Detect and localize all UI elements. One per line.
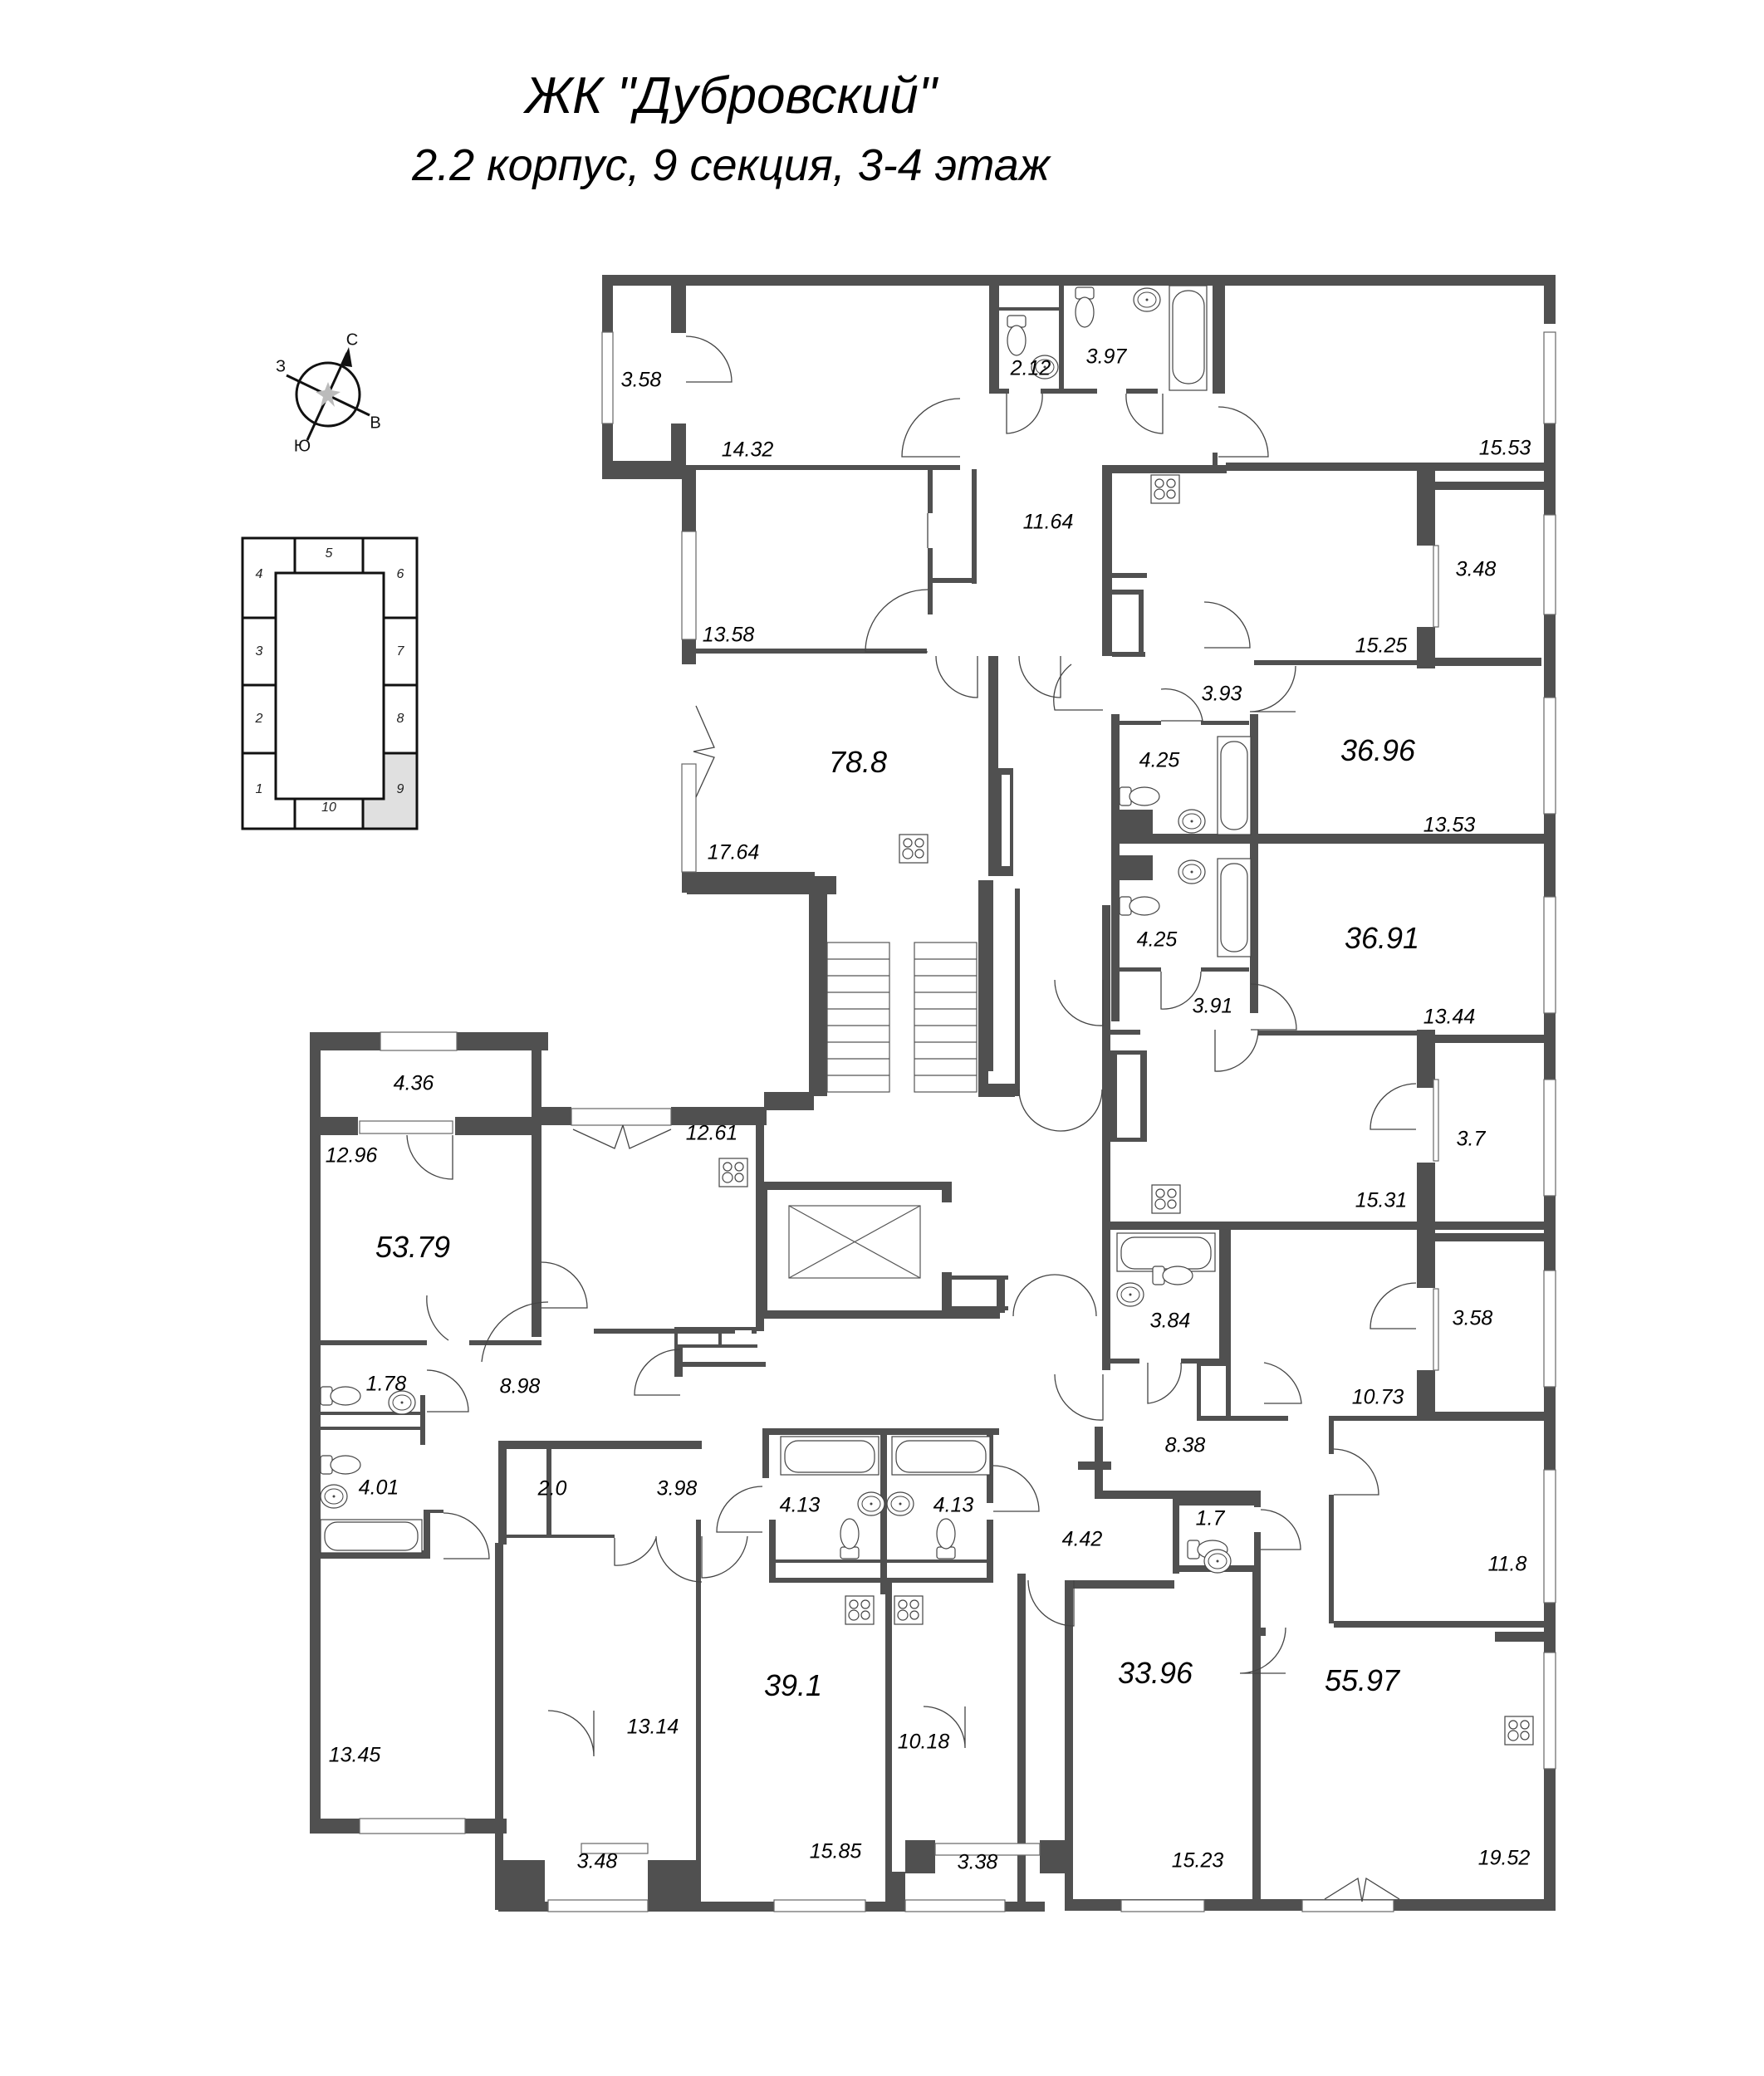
area-label: 13.14 <box>626 1715 679 1739</box>
compass-north-label: С <box>345 330 359 350</box>
area-label: 3.48 <box>1455 557 1497 581</box>
area-label: 15.31 <box>1355 1188 1408 1212</box>
sinks <box>320 287 1232 1574</box>
key-section-1: 1 <box>255 782 263 796</box>
area-label: 13.53 <box>1423 813 1476 837</box>
area-label: 13.45 <box>328 1743 381 1767</box>
area-label: 3.58 <box>1452 1306 1493 1330</box>
key-section-4: 4 <box>255 567 263 581</box>
key-section-5: 5 <box>325 546 333 561</box>
key-section-2: 2 <box>255 712 263 726</box>
area-label: 3.91 <box>1192 994 1233 1018</box>
key-section-10: 10 <box>321 801 336 815</box>
area-label: 2.12 <box>1010 356 1051 380</box>
floor-subtitle: 2.2 корпус, 9 секция, 3-4 этаж <box>412 140 1050 190</box>
area-label: 11.8 <box>1487 1552 1527 1576</box>
bathtubs <box>320 285 1252 1554</box>
area-label: 3.84 <box>1149 1309 1191 1333</box>
area-label: 4.25 <box>1136 928 1178 952</box>
area-label: 4.13 <box>779 1493 821 1517</box>
apartment-total-area: 33.96 <box>1117 1656 1193 1690</box>
area-label: 11.64 <box>1022 510 1074 534</box>
staircase <box>826 942 978 1093</box>
area-label: 4.25 <box>1139 748 1180 772</box>
area-label: 3.93 <box>1201 682 1242 706</box>
area-label: 4.42 <box>1061 1527 1103 1551</box>
complex-title: ЖК "Дубровский" <box>525 67 937 125</box>
compass-east-label: В <box>370 414 381 433</box>
area-label: 3.7 <box>1456 1127 1486 1151</box>
toilets <box>320 286 1228 1559</box>
area-label: 4.01 <box>358 1476 399 1500</box>
area-label: 3.48 <box>576 1849 618 1873</box>
compass-west-label: З <box>275 357 287 376</box>
key-section-8: 8 <box>396 712 404 726</box>
apartment-total-area: 55.97 <box>1324 1663 1400 1697</box>
apartment-total-area: 53.79 <box>375 1230 451 1264</box>
area-label: 12.96 <box>325 1143 378 1168</box>
key-section-3: 3 <box>255 644 263 659</box>
area-label: 14.32 <box>721 438 774 462</box>
key-plan-map <box>241 536 419 830</box>
key-section-7: 7 <box>396 644 404 659</box>
area-label: 2.0 <box>537 1476 567 1501</box>
apartment-total-area: 36.91 <box>1344 921 1420 955</box>
key-section-6: 6 <box>396 567 404 581</box>
area-label: 1.7 <box>1195 1506 1225 1530</box>
area-label: 4.36 <box>393 1071 434 1095</box>
area-label: 10.18 <box>897 1730 950 1754</box>
area-label: 8.38 <box>1164 1433 1206 1457</box>
area-label: 12.61 <box>685 1121 738 1145</box>
apartment-total-area: 39.1 <box>763 1668 823 1702</box>
area-label: 3.38 <box>957 1850 998 1874</box>
area-label: 1.78 <box>365 1372 407 1396</box>
apartment-total-area: 78.8 <box>828 745 888 779</box>
area-label: 15.25 <box>1355 634 1408 658</box>
compass-icon <box>286 347 370 441</box>
key-section-9-highlighted: 9 <box>396 782 404 796</box>
area-label: 17.64 <box>707 840 760 864</box>
area-label: 19.52 <box>1477 1846 1531 1870</box>
area-label: 13.58 <box>702 623 755 647</box>
door-swings <box>406 335 1417 1902</box>
area-label: 15.53 <box>1478 436 1531 460</box>
area-label: 8.98 <box>499 1374 541 1398</box>
area-label: 13.44 <box>1423 1005 1476 1029</box>
area-label: 10.73 <box>1351 1385 1404 1409</box>
windows <box>359 331 1556 1912</box>
compass-south-label: Ю <box>293 437 311 456</box>
area-label: 15.23 <box>1171 1848 1224 1873</box>
area-label: 15.85 <box>809 1839 862 1863</box>
area-label: 3.97 <box>1085 345 1127 369</box>
elevator-shaft <box>788 1205 921 1279</box>
area-label: 3.98 <box>656 1476 698 1501</box>
area-label: 3.58 <box>620 368 662 392</box>
area-label: 4.13 <box>933 1493 974 1517</box>
apartment-total-area: 36.96 <box>1340 733 1416 767</box>
